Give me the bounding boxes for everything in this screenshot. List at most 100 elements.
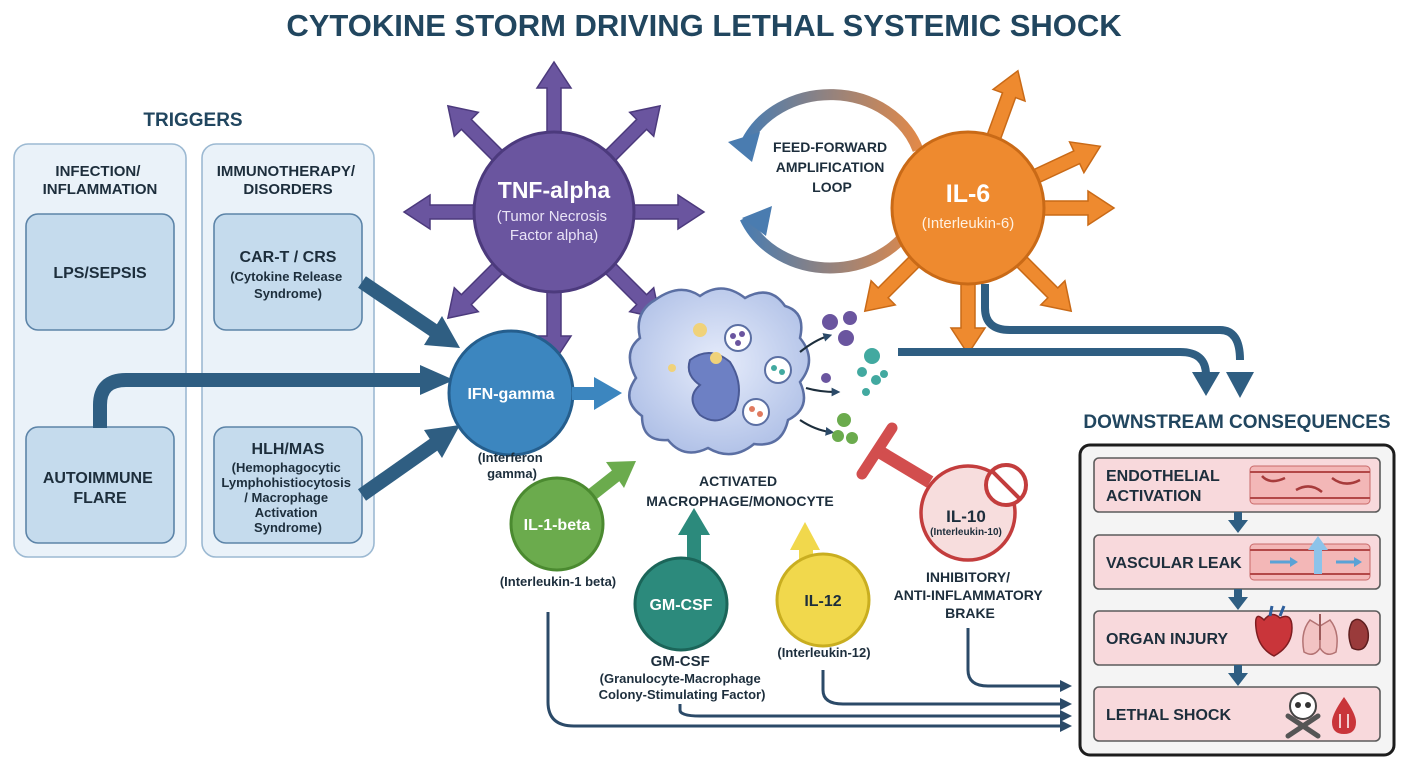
ifn-gamma-fullname: (Interferon gamma)	[478, 450, 547, 481]
vesicle-dot	[749, 406, 755, 412]
il-10-name: IL-10	[946, 507, 986, 526]
il-1-beta-fullname: (Interleukin-1 beta)	[500, 574, 616, 589]
granule	[668, 364, 676, 372]
cytokine-particle	[880, 370, 888, 378]
arrow-macrophage-to-consequences	[898, 348, 1210, 376]
cytokine-particle	[822, 314, 838, 330]
il-6-fullname: (Interleukin-6)	[922, 215, 1015, 232]
organs-icon	[1254, 605, 1370, 657]
il-6-circle	[890, 130, 1046, 286]
tnf-alpha-circle	[472, 130, 636, 294]
consequence-label-organ-injury: ORGAN INJURY	[1106, 631, 1228, 648]
ifn-gamma-name: IFN-gamma	[467, 386, 554, 403]
arrow-il1b-to-shock	[546, 612, 1072, 732]
il-12-fullname: (Interleukin-12)	[777, 645, 870, 660]
loop-label: FEED-FORWARD AMPLIFICATION LOOP	[773, 139, 891, 195]
arrow-il6-to-consequences	[981, 284, 1244, 361]
vesicle-dot	[779, 369, 785, 375]
il-10-role-label: INHIBITORY/ ANTI-INFLAMMATORY BRAKE	[894, 569, 1047, 621]
macrophage-label: ACTIVATED MACROPHAGE/MONOCYTE	[646, 473, 833, 509]
gm-csf-fullname: GM-CSF (Granulocyte-Macrophage Colony-St…	[599, 653, 766, 702]
ifn-arrowhead	[594, 377, 622, 410]
il-1-beta-node: IL-1-beta (Interleukin-1 beta)	[500, 461, 636, 589]
loop-arrowhead-bottom	[742, 206, 772, 236]
il-1-beta-name: IL-1-beta	[524, 517, 591, 534]
granule	[710, 352, 722, 364]
il-1-beta-circle	[509, 476, 605, 572]
ifn-arrow-shaft	[572, 387, 596, 400]
trigger-sublabel-hlh-mas: (Hemophagocytic Lymphohistiocytosis / Ma…	[221, 460, 354, 535]
consequence-label-endothelial: ENDOTHELIAL ACTIVATION	[1106, 468, 1224, 505]
trigger-box-car-t-crs	[213, 213, 363, 331]
prohibition-icon	[984, 463, 1028, 507]
gm-csf-name: GM-CSF	[649, 597, 712, 614]
triggers-heading: TRIGGERS	[143, 110, 242, 131]
endothelium-icon	[1249, 465, 1371, 505]
il1b-arrowhead	[606, 461, 636, 488]
trigger-label-hlh-mas: HLH/MAS	[252, 441, 325, 458]
cytokine-particle	[837, 413, 851, 427]
gm-csf-circle	[633, 556, 729, 652]
trigger-box-lps-sepsis	[25, 213, 175, 331]
il10-inhibitor-line	[876, 446, 934, 488]
arrow-hlh-to-ifn	[357, 437, 441, 501]
il-10-node: IL-10 (Interleukin-10) INHIBITORY/ ANTI-…	[856, 422, 1047, 621]
arrowhead-macrophage-out	[1192, 372, 1220, 396]
vesicle-dot	[771, 365, 777, 371]
cytokine-particle	[832, 430, 844, 442]
vessel-leak-icon	[1249, 536, 1371, 581]
trigger-arrows	[93, 276, 441, 501]
skull-crossbones-icon	[1285, 692, 1321, 739]
cytokine-particle	[846, 432, 858, 444]
loop-arrowhead-top	[728, 132, 760, 162]
cytokine-particle	[871, 375, 881, 385]
arrowhead-car-t	[424, 316, 460, 348]
tnf-alpha-name: TNF-alpha	[498, 177, 611, 203]
blood-drop-icon	[1332, 697, 1356, 734]
il12-arrowhead	[790, 522, 820, 550]
ifn-gamma-node: IFN-gamma (Interferon gamma)	[447, 329, 622, 481]
cytokine-particle	[838, 330, 854, 346]
release-arrow	[799, 333, 833, 353]
trigger-box-hlh-mas	[213, 426, 363, 544]
gmcsf-arrowhead	[678, 508, 710, 535]
granule	[693, 323, 707, 337]
il-12-name: IL-12	[804, 593, 841, 610]
consequences-heading: DOWNSTREAM CONSEQUENCES	[1083, 412, 1390, 433]
release-arrow	[805, 386, 841, 397]
trigger-label-lps-sepsis: LPS/SEPSIS	[53, 265, 147, 282]
trigger-label-autoimmune-flare: AUTOIMMUNE FLARE	[43, 470, 157, 507]
outflow-arrows	[898, 284, 1244, 376]
trigger-label-car-t-crs: CAR-T / CRS	[240, 249, 337, 266]
vesicle-dot	[757, 411, 763, 417]
tnf-alpha-node: TNF-alpha (Tumor Necrosis Factor alpha)	[402, 60, 706, 364]
arrow-car-t-to-ifn	[358, 276, 440, 338]
trigger-sublabel-car-t-crs: (Cytokine Release Syndrome)	[230, 269, 346, 301]
il-6-node: IL-6 (Interleukin-6)	[863, 69, 1116, 356]
il-12-circle	[775, 552, 871, 648]
arrow-autoimmune-to-ifn	[93, 373, 420, 428]
vesicle-purple	[724, 324, 752, 352]
gm-csf-node: GM-CSF GM-CSF (Granulocyte-Macrophage Co…	[599, 508, 766, 702]
cytokine-particle	[862, 388, 870, 396]
vesicle-dot	[735, 340, 741, 346]
arrowhead-autoimmune	[420, 365, 454, 395]
il10-inhibitor-bar	[856, 422, 898, 480]
tnf-alpha-fullname: (Tumor Necrosis Factor alpha)	[497, 208, 611, 244]
loop-arc-top	[740, 89, 924, 152]
cytokine-particle	[843, 311, 857, 325]
vesicle-teal	[764, 356, 792, 384]
column-heading-infection: INFECTION/ INFLAMMATION	[43, 163, 158, 198]
arrow-il10-to-shock	[966, 628, 1072, 692]
page-title: CYTOKINE STORM DRIVING LETHAL SYSTEMIC S…	[286, 8, 1122, 43]
activated-macrophage: ACTIVATED MACROPHAGE/MONOCYTE	[628, 287, 888, 509]
arrow-gmcsf-to-shock	[678, 704, 1072, 722]
arrowhead-il6-out	[1226, 372, 1254, 398]
consequence-label-lethal-shock: LETHAL SHOCK	[1106, 707, 1231, 724]
macrophage-nucleus	[687, 352, 740, 422]
il-6-name: IL-6	[946, 180, 990, 208]
cytokine-particle	[821, 373, 831, 383]
column-heading-immunotherapy: IMMUNOTHERAPY/ DISORDERS	[217, 163, 360, 198]
vesicle-red	[742, 398, 770, 426]
